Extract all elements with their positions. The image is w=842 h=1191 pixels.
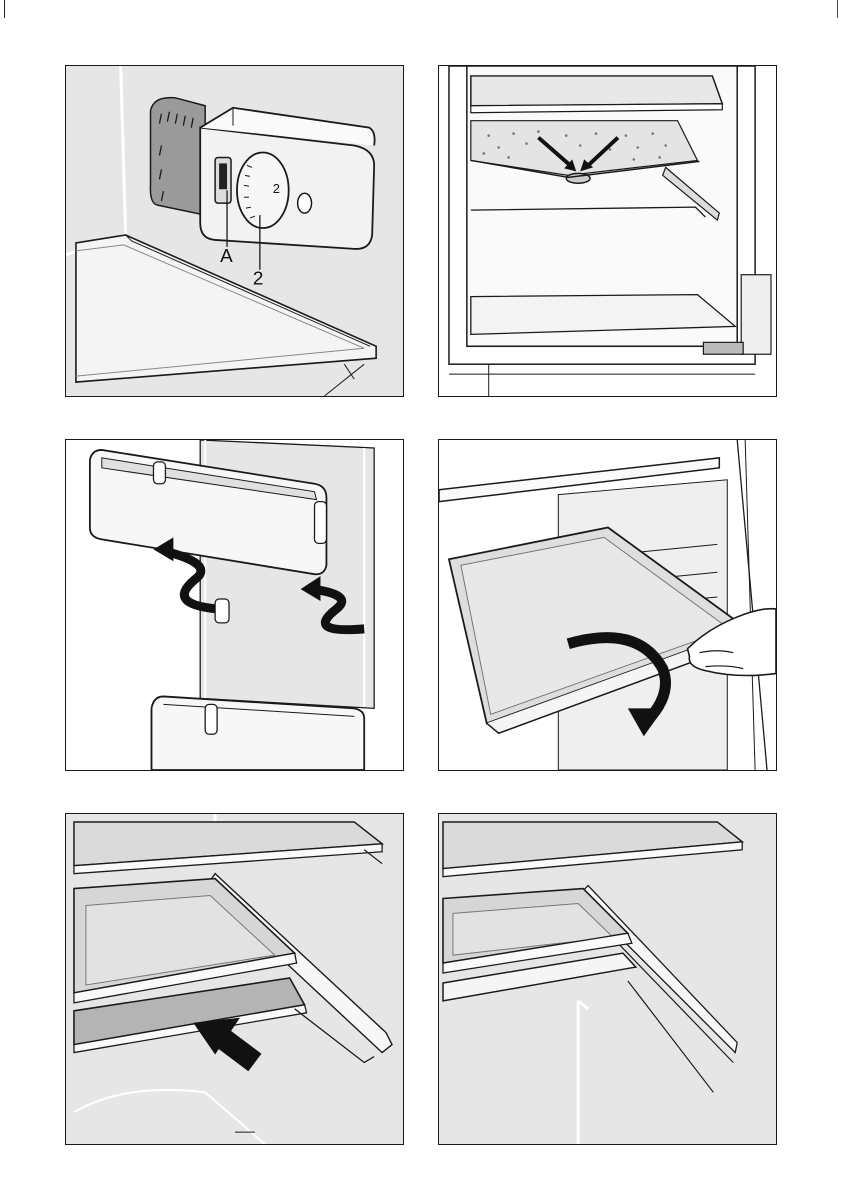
door-shelf-illustration xyxy=(66,440,403,770)
crop-mark-right xyxy=(837,0,838,18)
callout-a: A xyxy=(220,246,233,267)
shelves-fitted-illustration xyxy=(439,814,776,1144)
thermostat-illustration: 2 A 2 xyxy=(66,66,403,396)
defrost-illustration xyxy=(439,66,776,396)
figure-door-shelf xyxy=(65,439,404,771)
crop-mark-left xyxy=(4,0,5,18)
shelf-insertion-illustration xyxy=(66,814,403,1144)
figure-glass-shelf-removal xyxy=(438,439,777,771)
figure-defrost-drain xyxy=(438,65,777,397)
figure-thermostat: 2 A 2 xyxy=(65,65,404,397)
figure-shelf-insertion xyxy=(65,813,404,1145)
callout-2: 2 xyxy=(253,269,264,290)
figure-shelves-fitted xyxy=(438,813,777,1145)
dial-mark: 2 xyxy=(273,181,280,196)
glass-shelf-illustration xyxy=(439,440,776,770)
